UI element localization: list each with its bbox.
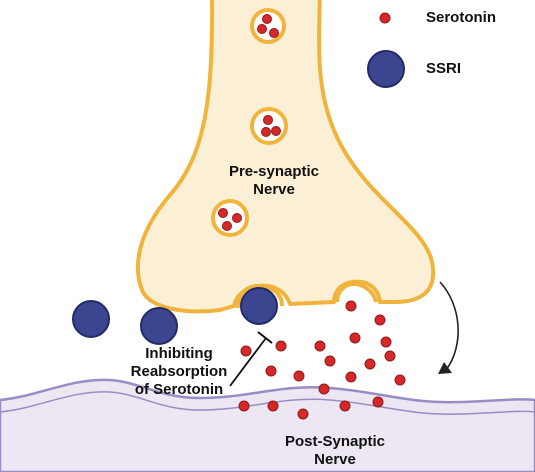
pre-synaptic-label-line2: Nerve — [253, 181, 295, 198]
serotonin-molecule — [314, 340, 326, 352]
pre-synaptic-neuron — [135, 0, 436, 314]
serotonin-molecule — [275, 340, 287, 352]
serotonin-molecule — [262, 14, 272, 24]
release-pore — [335, 281, 378, 312]
serotonin-molecule — [267, 400, 279, 412]
ssri-molecule — [72, 300, 110, 338]
serotonin-molecule — [222, 221, 232, 231]
legend-ssri-label: SSRI — [426, 60, 462, 77]
serotonin-molecule — [318, 383, 330, 395]
serotonin-molecule — [240, 345, 252, 357]
ssri-molecule — [140, 307, 178, 345]
release-flow-arrow — [438, 281, 459, 374]
serotonin-molecule — [261, 127, 271, 137]
synaptic-cleft-serotonin — [238, 314, 406, 420]
serotonin-molecule — [394, 374, 406, 386]
serotonin-molecule — [265, 365, 277, 377]
vesicle — [211, 199, 249, 237]
inhibiting-label-line3: of Serotonin — [134, 381, 224, 398]
post-synaptic-label-line1: Post-Synaptic — [284, 433, 386, 450]
legend-serotonin-swatch — [379, 12, 391, 24]
post-synaptic-membrane-inner-line — [0, 391, 535, 415]
pre-synaptic-label-line1: Pre-synaptic — [228, 163, 320, 180]
reuptake-transporter — [236, 283, 284, 325]
serotonin-molecule — [232, 213, 242, 223]
serotonin-molecule — [345, 371, 357, 383]
serotonin-molecule — [345, 300, 357, 312]
legend-ssri-swatch — [367, 50, 405, 88]
serotonin-molecule — [372, 396, 384, 408]
serotonin-molecule — [384, 350, 396, 362]
serotonin-molecule — [238, 400, 250, 412]
serotonin-molecule — [263, 115, 273, 125]
serotonin-molecule — [218, 208, 228, 218]
vesicle — [250, 8, 286, 44]
post-synaptic-label: Post-Synaptic Nerve — [265, 433, 405, 469]
serotonin-molecule — [380, 336, 392, 348]
inhibiting-label-line1: Inhibiting — [145, 345, 213, 362]
serotonin-molecule — [293, 370, 305, 382]
pre-synaptic-label: Pre-synaptic Nerve — [214, 163, 334, 199]
inhibiting-reabsorption-label: Inhibiting Reabsorption of Serotonin — [118, 345, 240, 399]
inhibition-bar — [257, 331, 273, 344]
inhibiting-label-line2: Reabsorption — [130, 363, 228, 380]
serotonin-molecule — [349, 332, 361, 344]
serotonin-molecule — [339, 400, 351, 412]
serotonin-molecule — [297, 408, 309, 420]
vesicle — [250, 107, 288, 145]
legend-serotonin-label: Serotonin — [426, 9, 496, 26]
serotonin-molecule — [324, 355, 336, 367]
serotonin-molecule — [271, 126, 281, 136]
inhibition-line — [229, 337, 267, 387]
post-synaptic-membrane — [0, 378, 535, 472]
post-synaptic-label-line2: Nerve — [314, 451, 356, 468]
serotonin-molecule — [374, 314, 386, 326]
serotonin-molecule — [269, 28, 279, 38]
ssri-molecule-bound — [240, 287, 278, 325]
serotonin-molecule — [364, 358, 376, 370]
serotonin-molecule — [257, 24, 267, 34]
